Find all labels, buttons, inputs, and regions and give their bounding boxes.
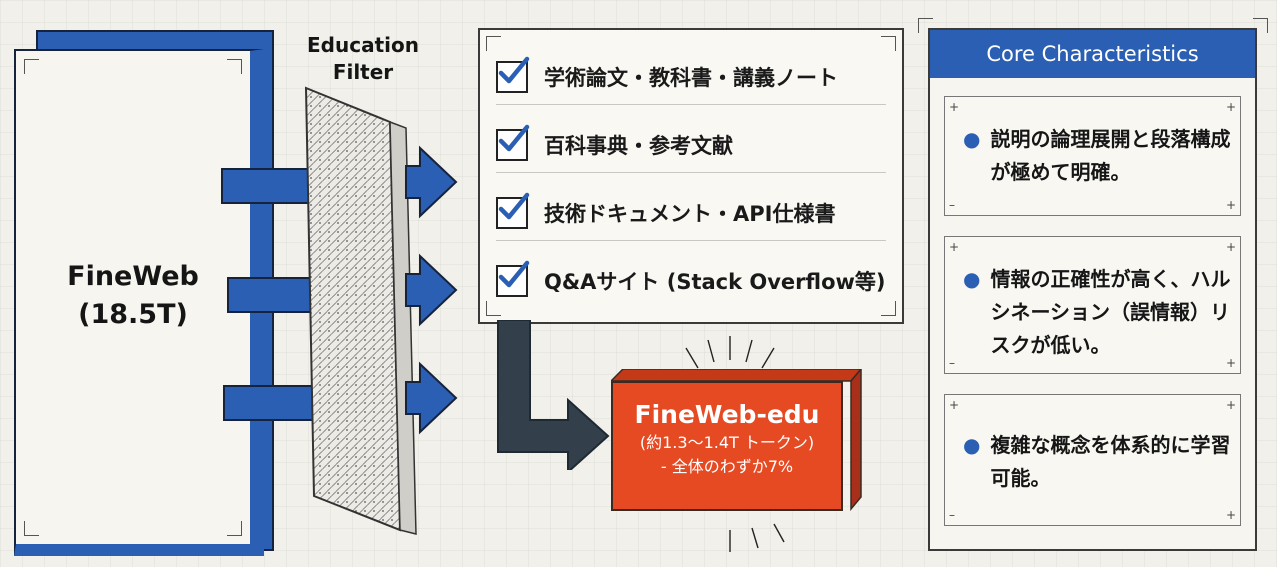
arrow-out-middle — [405, 253, 458, 327]
result-box-depth — [611, 369, 862, 511]
corner-mark — [24, 521, 39, 536]
core-item: ● 複雑な概念を体系的に学習可能。 — [963, 429, 1233, 495]
checkbox — [496, 56, 530, 93]
criteria-item: 技術ドキュメント・API仕様書 — [496, 186, 886, 241]
fineweb-edu-box: FineWeb-edu (約1.3〜1.4T トークン) - 全体のわずか7% — [611, 381, 843, 511]
fineweb-size: (18.5T) — [78, 299, 188, 330]
criteria-box: 学術論文・教科書・講義ノート 百科事典・参考文献 技術ドキュメント・API仕様書… — [478, 28, 904, 324]
checkmark-icon — [498, 260, 530, 288]
filter-mesh — [304, 86, 402, 532]
corner-mark — [1253, 18, 1268, 33]
checkmark-icon — [498, 56, 530, 84]
criteria-label: 百科事典・参考文献 — [544, 134, 733, 158]
corner-mark — [486, 36, 501, 51]
bullet-icon: ● — [963, 127, 981, 151]
filter-label: Education Filter — [298, 32, 428, 86]
filter-label-line2: Filter — [332, 60, 394, 84]
checkmark-icon — [498, 192, 530, 220]
core-item: ● 情報の正確性が高く、ハルシネーション（誤情報）リスクが低い。 — [963, 263, 1233, 362]
corner-mark — [227, 59, 242, 74]
checkbox — [496, 124, 530, 161]
core-header: Core Characteristics — [930, 30, 1255, 78]
criteria-item: 百科事典・参考文献 — [496, 118, 886, 173]
filter-label-line1: Education — [307, 33, 419, 57]
corner-mark — [881, 301, 896, 316]
result-arrow — [497, 320, 610, 470]
corner-mark — [227, 521, 242, 536]
core-item: ● 説明の論理展開と段落構成が極めて明確。 — [963, 123, 1233, 189]
criteria-label: 学術論文・教科書・講義ノート — [544, 66, 838, 90]
criteria-label: 技術ドキュメント・API仕様書 — [544, 202, 836, 226]
result-tokens: (約1.3〜1.4T トークン) — [639, 433, 815, 452]
corner-mark — [918, 18, 933, 33]
fineweb-slab: FineWeb (18.5T) — [14, 49, 264, 556]
core-card: ++ –+ ● 複雑な概念を体系的に学習可能。 — [944, 394, 1241, 526]
criteria-item: Q&Aサイト (Stack Overflow等) — [496, 254, 886, 308]
result-title: FineWeb-edu — [634, 400, 820, 429]
checkbox — [496, 192, 530, 229]
core-card: ++ –+ ● 情報の正確性が高く、ハルシネーション（誤情報）リスクが低い。 — [944, 236, 1241, 374]
corner-mark — [24, 59, 39, 74]
core-characteristics-panel: Core Characteristics ++ –+ ● 説明の論理展開と段落構… — [928, 28, 1257, 551]
arrow-out-top — [405, 145, 458, 219]
burst-lines — [685, 336, 785, 552]
corner-mark — [881, 36, 896, 51]
corner-mark — [486, 301, 501, 316]
core-item-text: 複雑な概念を体系的に学習可能。 — [990, 433, 1231, 490]
criteria-item: 学術論文・教科書・講義ノート — [496, 50, 886, 105]
fineweb-name: FineWeb — [67, 261, 199, 292]
result-share: - 全体のわずか7% — [660, 457, 794, 476]
bullet-icon: ● — [963, 433, 981, 457]
core-card: ++ –+ ● 説明の論理展開と段落構成が極めて明確。 — [944, 96, 1241, 216]
core-item-text: 情報の正確性が高く、ハルシネーション（誤情報）リスクが低い。 — [990, 267, 1231, 357]
criteria-label: Q&Aサイト (Stack Overflow等) — [544, 270, 886, 294]
core-item-text: 説明の論理展開と段落構成が極めて明確。 — [990, 127, 1231, 184]
checkmark-icon — [498, 124, 530, 152]
arrow-out-bottom — [405, 361, 458, 435]
checkbox — [496, 260, 530, 297]
filter-diagram — [221, 86, 458, 535]
bullet-icon: ● — [963, 267, 981, 291]
